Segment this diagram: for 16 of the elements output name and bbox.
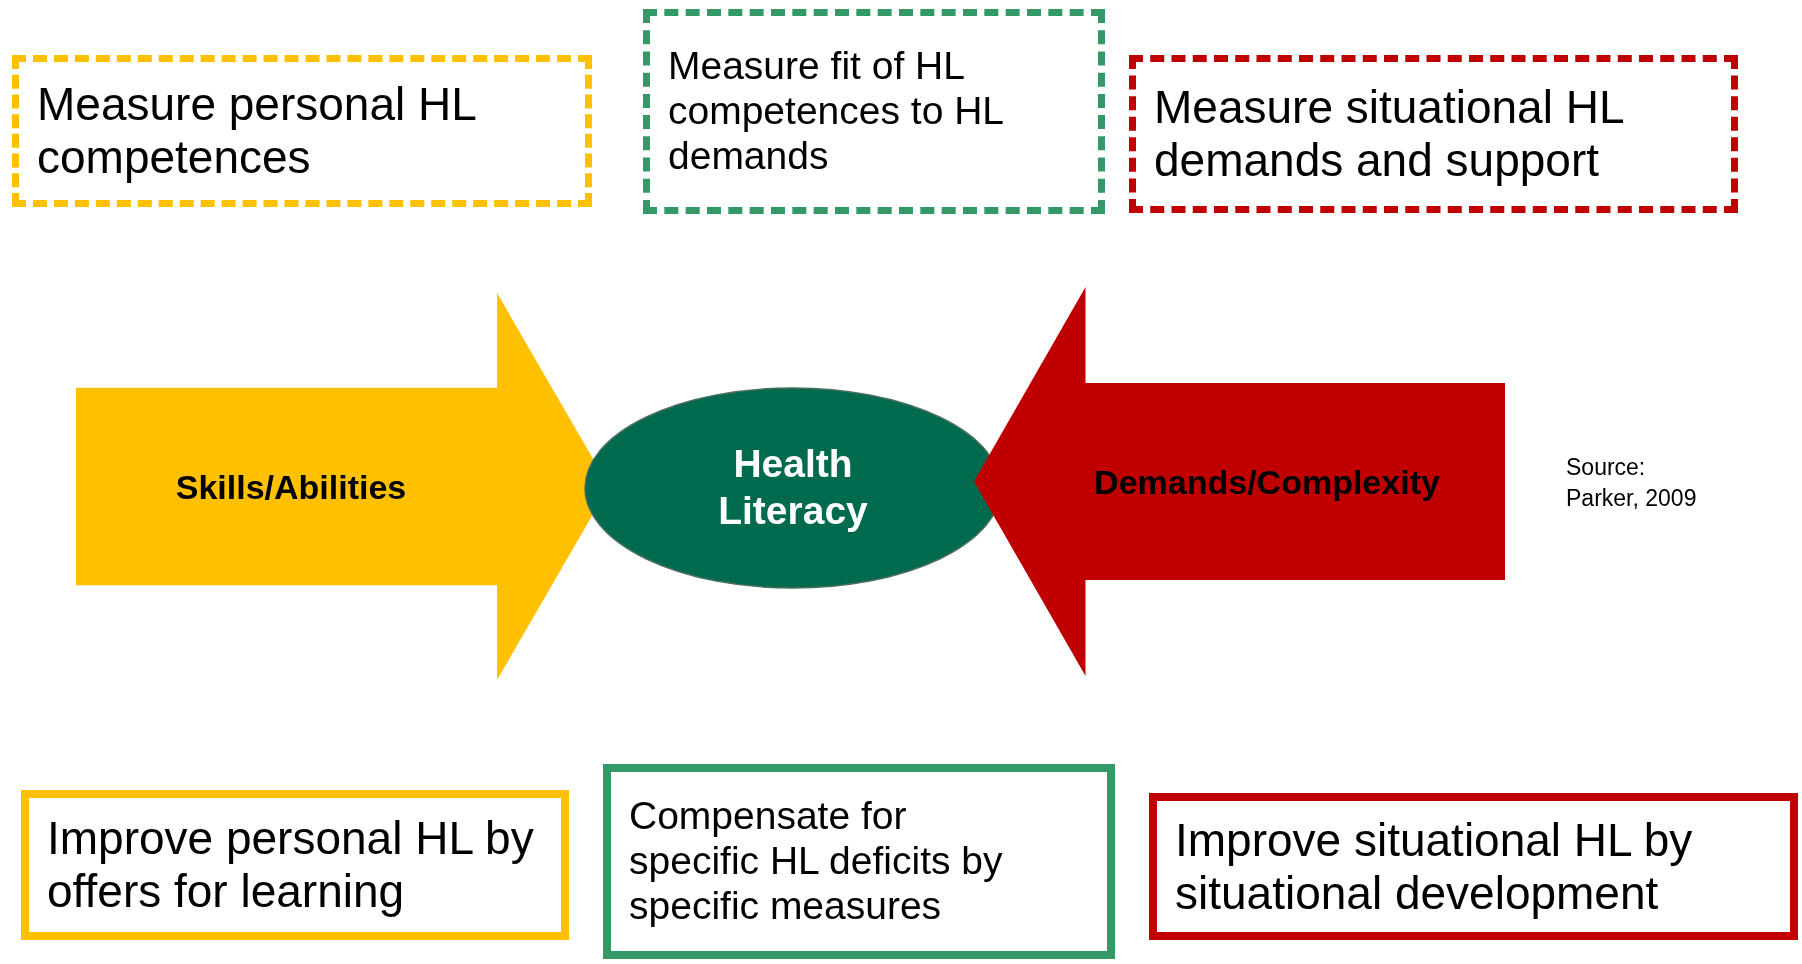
box-text: Improve personal HL by offers for learning [47, 812, 535, 918]
shape-label: Health Literacy [717, 441, 869, 534]
box-text: Measure fit of HL competences to HL demands [668, 44, 1004, 179]
text-box [21, 790, 569, 940]
box-text: Measure personal HL competences [37, 78, 477, 184]
box-text: Measure situational HL demands and support [1154, 81, 1624, 187]
source-note: Source: Parker, 2009 [1566, 453, 1698, 514]
dashed-text-box [643, 9, 1105, 214]
box-text: Compensate for specific HL deficits by specific measures [629, 794, 1004, 929]
dashed-text-box [12, 55, 592, 207]
text-box [603, 764, 1115, 959]
text-box [1149, 793, 1798, 940]
shape-label: Skills/Abilities [174, 466, 408, 507]
dashed-text-box [1129, 55, 1738, 213]
box-text: Improve situational HL by situational development [1175, 813, 1694, 920]
shape-label: Demands/Complexity [1093, 461, 1441, 502]
